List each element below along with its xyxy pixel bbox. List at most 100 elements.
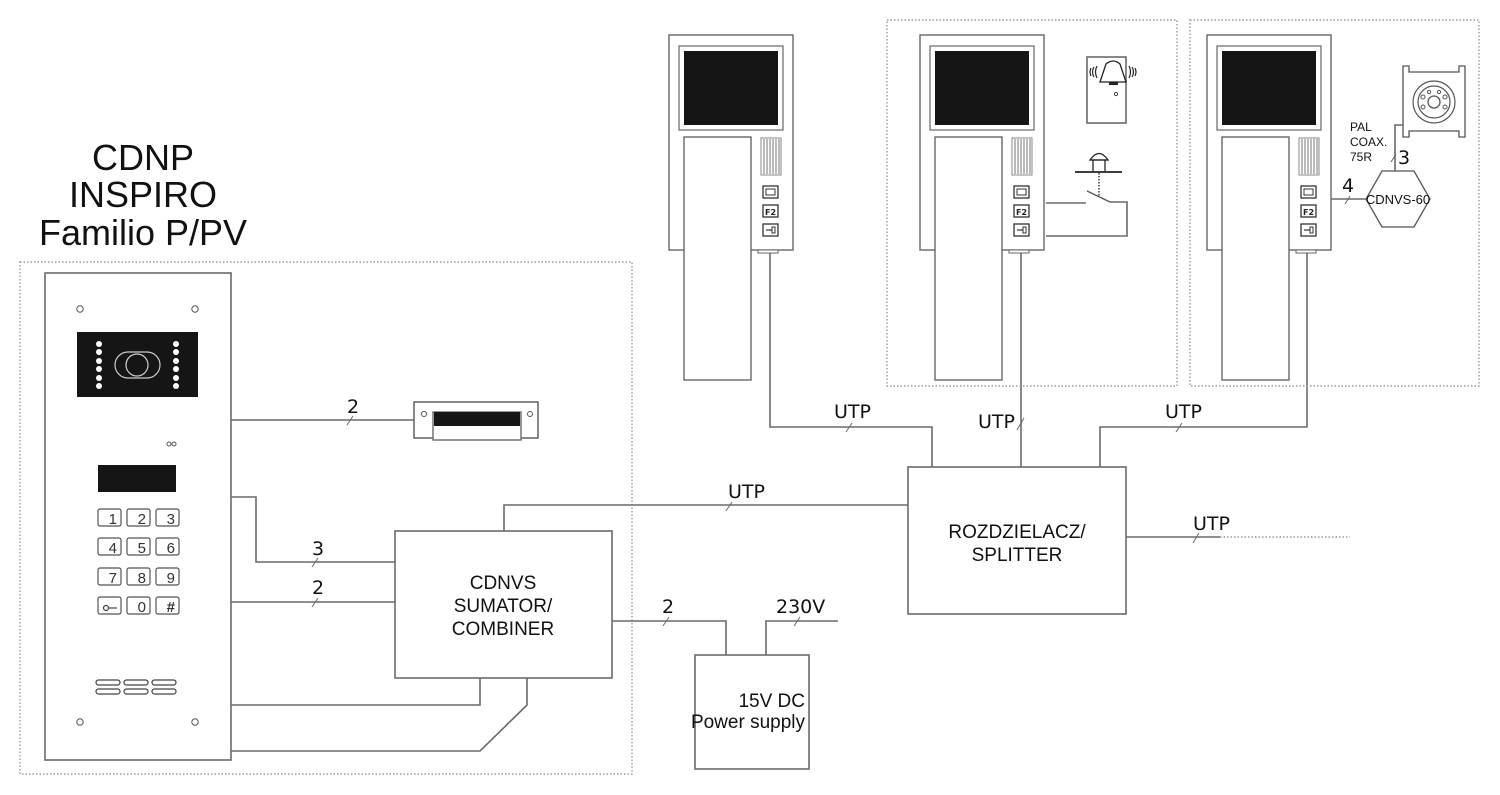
key-0[interactable] [126, 596, 151, 615]
wire-loop-1 [231, 678, 481, 706]
wire-monitor-1 [769, 253, 933, 467]
combiner-label-3: COMBINER [452, 619, 554, 640]
camera-window [77, 332, 198, 397]
monitor-button-icon[interactable] [762, 185, 779, 199]
wire-panel-combiner-3 [231, 496, 395, 563]
display-icon [98, 465, 176, 492]
handset [1221, 136, 1290, 381]
indoor-monitor-2: F2 [919, 34, 1045, 381]
key-hash-label: # [167, 599, 176, 616]
key-2[interactable] [126, 508, 151, 527]
coax-note-1: PAL [1350, 120, 1372, 134]
f2-label: F2 [1016, 208, 1027, 217]
key-0-label: 0 [138, 599, 146, 616]
key-3-label: 3 [167, 511, 175, 528]
f2-button[interactable]: F2 [762, 204, 779, 218]
key-hash[interactable] [155, 596, 180, 615]
wire-combiner-psu [612, 620, 727, 655]
splitter-label-2: SPLITTER [972, 545, 1063, 566]
door-key-icon [102, 604, 117, 612]
screw-icon [76, 305, 84, 313]
wire-mains [765, 620, 838, 655]
psu-label-2: Power supply [691, 712, 806, 733]
door-key-icon[interactable] [1013, 223, 1030, 237]
door-panel: 1 2 3 4 5 6 7 8 9 0 # [44, 272, 232, 761]
door-key-icon[interactable] [1300, 223, 1317, 237]
wire-switch-b [1046, 201, 1128, 237]
connector [1008, 249, 1030, 254]
psu-label-1: 15V DC [738, 691, 805, 712]
wire-monitor-module-count: 4 [1342, 175, 1354, 197]
monitor-button-icon[interactable] [1300, 185, 1317, 199]
camera-module-label: CDNVS-60 [1366, 192, 1430, 207]
wire-panel-combiner-2-count: 2 [312, 577, 324, 599]
key-7[interactable] [97, 567, 122, 586]
speaker-grille-icon [760, 137, 782, 176]
key-6[interactable] [155, 537, 180, 556]
wire-panel-combiner-3-count: 3 [312, 538, 324, 560]
key-2-label: 2 [138, 511, 146, 528]
electric-lock [413, 401, 539, 441]
coax-note-3: 75R [1350, 150, 1372, 164]
outdoor-group-frame [19, 261, 633, 775]
wire-monitor-1-label: UTP [834, 401, 871, 423]
screw-icon [191, 305, 199, 313]
key-4-label: 4 [109, 540, 117, 557]
wire-combiner-splitter-label: UTP [728, 481, 765, 503]
monitor-3-group-frame [1189, 19, 1480, 387]
handset [683, 136, 752, 381]
f2-button[interactable]: F2 [1013, 204, 1030, 218]
handset [934, 136, 1003, 381]
microphone-icon [171, 441, 177, 447]
wire-monitor-2-label: UTP [978, 411, 1015, 433]
wire-monitor-3 [1099, 253, 1308, 467]
wire-combiner-splitter [503, 504, 908, 531]
key-9[interactable] [155, 567, 180, 586]
screen [684, 51, 778, 125]
indoor-monitor-1: F2 [668, 34, 794, 381]
speaker-grille-icon [1011, 137, 1033, 176]
led-strip-icon [96, 341, 179, 389]
combiner-label-2: SUMATOR/ [454, 596, 553, 617]
f2-label: F2 [765, 208, 776, 217]
key-7-label: 7 [109, 570, 117, 587]
screw-icon [191, 718, 199, 726]
key-door[interactable] [97, 596, 122, 615]
key-9-label: 9 [167, 570, 175, 587]
power-supply-box [694, 654, 810, 770]
screw-icon [76, 718, 84, 726]
indoor-monitor-3: F2 [1206, 34, 1332, 381]
wire-combiner-psu-count: 2 [662, 596, 674, 618]
key-1[interactable] [97, 508, 122, 527]
screen [935, 51, 1029, 125]
coax-note-2: COAX. [1350, 135, 1387, 149]
monitor-2-group-frame [886, 19, 1178, 387]
key-4[interactable] [97, 537, 122, 556]
title-line-3: Familio P/PV [39, 212, 247, 253]
f2-button[interactable]: F2 [1300, 204, 1317, 218]
key-5-label: 5 [138, 540, 146, 557]
f2-label: F2 [1303, 208, 1314, 217]
connector [1295, 249, 1317, 254]
splitter-label-1: ROZDZIELACZ/ [948, 522, 1086, 543]
title-line-2: INSPIRO [69, 174, 217, 215]
wire-lock-count: 2 [347, 396, 359, 418]
wire-monitor-3-label: UTP [1165, 401, 1202, 423]
keypad: 1 2 3 4 5 6 7 8 9 0 # [97, 508, 180, 616]
key-1-label: 1 [109, 511, 117, 528]
key-8[interactable] [126, 567, 151, 586]
key-5[interactable] [126, 537, 151, 556]
combiner-label-1: CDNVS [470, 573, 537, 594]
pushbutton-icon [1075, 152, 1122, 203]
outdoor-camera-icon [1402, 65, 1466, 138]
key-3[interactable] [155, 508, 180, 527]
key-8-label: 8 [138, 570, 146, 587]
wire-mains-label: 230V [776, 596, 825, 618]
wire-loop-2 [231, 678, 528, 752]
monitor-button-icon[interactable] [1013, 185, 1030, 199]
speaker-grille-icon [1298, 137, 1320, 176]
door-key-icon[interactable] [762, 223, 779, 237]
screen [1222, 51, 1316, 125]
speaker-grille-icon [95, 679, 177, 695]
